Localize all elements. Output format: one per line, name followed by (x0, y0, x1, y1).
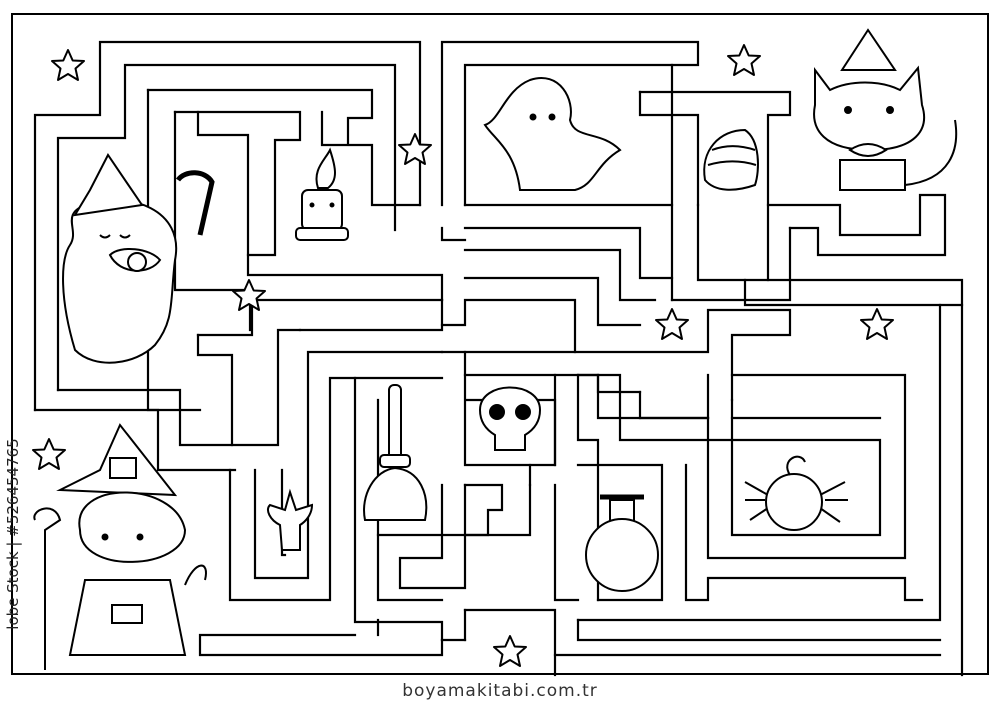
maze-wall (463, 608, 942, 657)
star-icon (655, 308, 689, 340)
maze-wall (463, 226, 674, 280)
maze-wall (348, 143, 422, 207)
maze-wall (553, 483, 580, 602)
maze-wall (198, 633, 444, 657)
maze-wall (670, 226, 792, 302)
maze-wall (196, 333, 234, 447)
maze-wall (576, 373, 600, 602)
maze-wall (440, 226, 467, 242)
maze-wall (376, 483, 532, 537)
spider-icon (744, 455, 848, 531)
star-icon (860, 308, 894, 340)
maze-wall (463, 248, 657, 302)
maze-wall (576, 303, 942, 622)
maze-wall (280, 468, 287, 557)
ghost-icon (483, 77, 622, 191)
broom-icon (363, 384, 428, 521)
maze-wall (638, 90, 792, 282)
star-icon (398, 133, 432, 165)
maze-wall (596, 373, 642, 394)
star-icon (493, 635, 527, 667)
maze-wall (196, 110, 444, 302)
maze-wall (196, 298, 444, 337)
skull-icon (478, 386, 542, 451)
maze (33, 40, 964, 677)
maze-wall (440, 40, 700, 302)
maze-wall (33, 40, 422, 412)
maze-wall (173, 110, 252, 332)
maze-wall (463, 373, 882, 537)
stars (32, 44, 894, 667)
star-icon (727, 44, 761, 76)
maze-wall (228, 376, 444, 602)
maze-wall (766, 193, 947, 257)
maze-wall (576, 618, 942, 642)
maze-wall (440, 308, 792, 402)
hand-icon (267, 488, 314, 551)
maze-wall (298, 323, 444, 332)
maze-wall (398, 483, 467, 590)
stock-id-text: lobe Stock | #526454765 (4, 438, 22, 630)
maze-wall (706, 373, 907, 560)
maze-wall (766, 278, 964, 677)
maze-wall (463, 276, 642, 327)
maze-wall (743, 278, 964, 307)
maze-wall (56, 63, 397, 392)
maze-wall (56, 328, 302, 447)
ghost-witch-icon (62, 153, 215, 364)
candle-icon (295, 147, 349, 241)
maze-wall (463, 483, 504, 537)
maze-wall (33, 408, 237, 472)
star-icon (51, 49, 85, 81)
maze-wall (353, 376, 444, 642)
maze-wall (638, 90, 700, 207)
page-frame (11, 13, 989, 675)
maze-wall (576, 463, 664, 602)
footer-site-name[interactable]: boyamakitabi.com.tr (402, 681, 598, 701)
star-icon (32, 438, 66, 470)
maze-wall (440, 298, 577, 354)
candy-corn-icon (703, 128, 759, 191)
maze-wall (376, 398, 444, 602)
potion-icon (585, 494, 659, 592)
maze-wall (173, 110, 302, 257)
maze-wall (253, 350, 444, 580)
maze-wall (463, 63, 674, 207)
girl-witch-icon (33, 423, 207, 670)
maze-wall (146, 88, 374, 147)
maze-wall (684, 463, 924, 602)
cat-witch-icon (813, 28, 958, 191)
maze-wall (146, 88, 202, 412)
